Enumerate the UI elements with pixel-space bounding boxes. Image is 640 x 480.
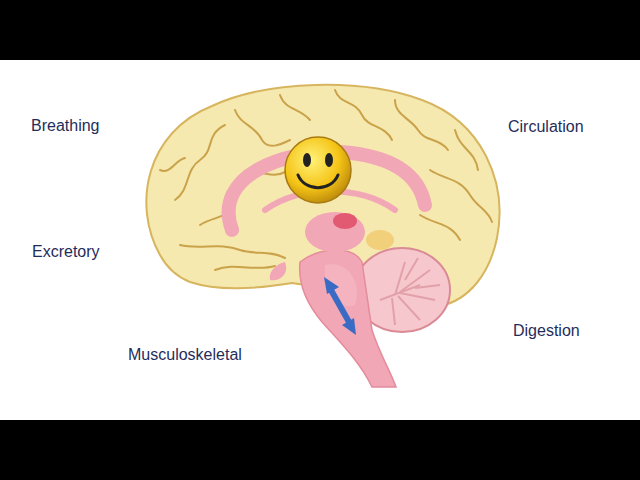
smiley-face xyxy=(285,137,351,203)
system-label: Musculoskeletal xyxy=(128,346,242,364)
pituitary xyxy=(270,262,286,280)
thalamus xyxy=(305,212,365,252)
arbor-vitae xyxy=(380,258,440,325)
system-label: Circulation xyxy=(508,118,584,136)
system-label: Breathing xyxy=(31,117,100,135)
midbrain xyxy=(366,230,394,250)
system-label: Excretory xyxy=(32,243,100,261)
double-arrow xyxy=(324,277,356,335)
gyri xyxy=(160,90,492,270)
brainstem xyxy=(300,250,396,387)
system-label: Digestion xyxy=(513,322,580,340)
pons-bulge xyxy=(325,264,357,306)
hypothalamus xyxy=(333,213,357,229)
